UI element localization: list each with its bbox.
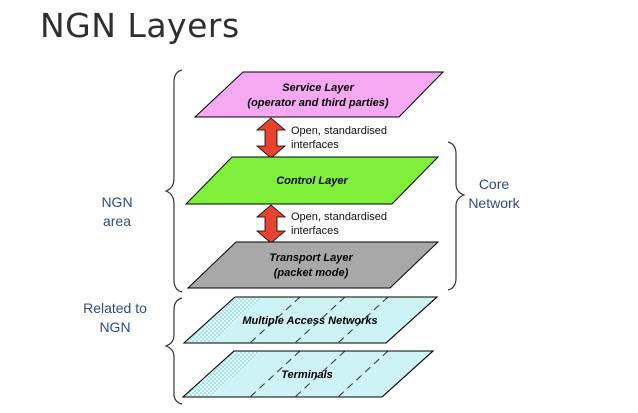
access-networks-plane <box>182 296 439 344</box>
ngn-area-label-2: area <box>103 213 131 229</box>
lower-interface-label-2: interfaces <box>291 225 339 237</box>
ngn-area-label-1: NGN <box>101 194 132 210</box>
core-network-label-2: Network <box>468 195 520 211</box>
service-layer-plane <box>193 71 445 118</box>
transport-layer-sublabel: (packet mode) <box>274 267 349 279</box>
related-ngn-bracket <box>164 297 183 405</box>
lower-interface-label-1: Open, standardised <box>291 211 387 223</box>
transport-layer-label: Transport Layer <box>269 252 353 264</box>
related-ngn-label-1: Related to <box>83 300 147 316</box>
control-layer-plane <box>184 156 440 205</box>
core-network-label-1: Core <box>479 176 510 192</box>
terminals-label: Terminals <box>281 369 333 381</box>
upper-interface-label-1: Open, standardised <box>291 125 387 137</box>
slide-title: NGN Layers <box>40 6 240 45</box>
control-layer-label: Control Layer <box>276 175 348 187</box>
upper-interface-arrow <box>255 117 287 159</box>
upper-interface-label-2: interfaces <box>291 139 339 151</box>
service-layer-sublabel: (operator and third parties) <box>247 97 389 109</box>
lower-interface-arrow <box>255 204 287 244</box>
terminals-plane <box>181 350 435 398</box>
service-layer-label: Service Layer <box>282 82 354 94</box>
related-ngn-label-2: NGN <box>99 319 130 335</box>
transport-layer-plane <box>186 241 440 289</box>
access-networks-label: Multiple Access Networks <box>242 315 377 327</box>
ngn-area-bracket <box>164 69 183 293</box>
core-network-bracket <box>447 141 466 291</box>
